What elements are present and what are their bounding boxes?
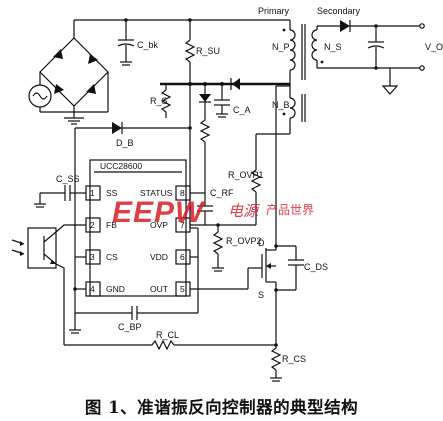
- pin-8-name: STATUS: [140, 188, 173, 198]
- label-rovp1: R_OVP1: [228, 170, 264, 180]
- output-capacitor: [367, 24, 385, 70]
- pin-6-num: 6: [180, 252, 185, 262]
- pin-4-num: 4: [90, 284, 95, 294]
- pin-4-name: GND: [106, 284, 125, 294]
- capacitor-cbk: [117, 18, 135, 66]
- label-rcs: R_CS: [282, 354, 306, 364]
- label-primary: Primary: [258, 6, 289, 16]
- resistor-rcs: [270, 330, 282, 382]
- bridge-rectifier: [39, 37, 109, 107]
- ground-ic: [69, 329, 81, 334]
- capacitor-cds: [274, 245, 304, 292]
- clamp-diode: [199, 84, 211, 150]
- label-rovp2: R_OVP2: [226, 236, 262, 246]
- label-db: D_B: [116, 138, 134, 148]
- pin-1-name: SS: [106, 188, 118, 198]
- label-rcl: R_CL: [156, 330, 179, 340]
- capacitor-ca: [214, 84, 230, 118]
- diode-db: [75, 122, 192, 134]
- label-rs: R_S: [150, 96, 168, 106]
- label-rsu: R_SU: [196, 46, 220, 56]
- label-s: S: [258, 290, 264, 300]
- output-diode: [317, 20, 420, 32]
- ic-name: UCC28600: [100, 161, 142, 171]
- bias-diode: [230, 78, 291, 98]
- output-terminals: [419, 23, 425, 71]
- ac-source: [28, 72, 109, 113]
- pin-6-name: VDD: [150, 252, 168, 262]
- resistor-rcl: [63, 300, 276, 351]
- pin-2-num: 2: [90, 220, 95, 230]
- resistor-rs: [160, 84, 172, 118]
- mosfet: [190, 240, 277, 330]
- label-vo: V_O: [425, 42, 443, 52]
- resistor-rovp1: [250, 169, 262, 200]
- watermark-logo: EEPW: [112, 196, 206, 229]
- label-np: N_P: [272, 42, 290, 52]
- pin-7-name: OVP: [150, 220, 168, 230]
- label-d: D: [258, 238, 265, 248]
- label-nb: N_B: [272, 100, 290, 110]
- capacitor-cbp: [75, 257, 199, 320]
- figure-caption: 图 1、准谐振反向控制器的典型结构: [84, 398, 359, 417]
- capacitor-css: [34, 185, 86, 208]
- secondary-ground: [381, 68, 399, 95]
- ground-symbol: [64, 117, 84, 125]
- label-css: C_SS: [56, 174, 80, 184]
- label-secondary: Secondary: [317, 6, 361, 16]
- label-ns: N_S: [324, 42, 342, 52]
- pin-7-num: 7: [180, 220, 185, 230]
- transformer: [282, 20, 324, 126]
- pin-1-num: 1: [90, 188, 95, 198]
- watermark-subtext: 产品世界: [266, 203, 314, 217]
- label-crf: C_RF: [210, 188, 234, 198]
- eepw-watermark: EEPW 电源 产品世界: [112, 196, 314, 229]
- pin-8-num: 8: [180, 188, 185, 198]
- label-cbk: C_bk: [137, 40, 159, 50]
- resistor-rovp2: [212, 225, 224, 272]
- pin-5-name: OUT: [150, 284, 168, 294]
- optocoupler: [11, 224, 86, 300]
- pin-3-name: CS: [106, 252, 118, 262]
- label-cbp: C_BP: [118, 322, 142, 332]
- watermark-text: 电源: [228, 202, 261, 220]
- label-ca: C_A: [233, 105, 251, 115]
- pin-5-num: 5: [180, 284, 185, 294]
- pin-3-num: 3: [90, 252, 95, 262]
- pin-2-name: FB: [106, 220, 117, 230]
- capacitor-crf: [197, 193, 213, 225]
- label-cds: C_DS: [304, 262, 328, 272]
